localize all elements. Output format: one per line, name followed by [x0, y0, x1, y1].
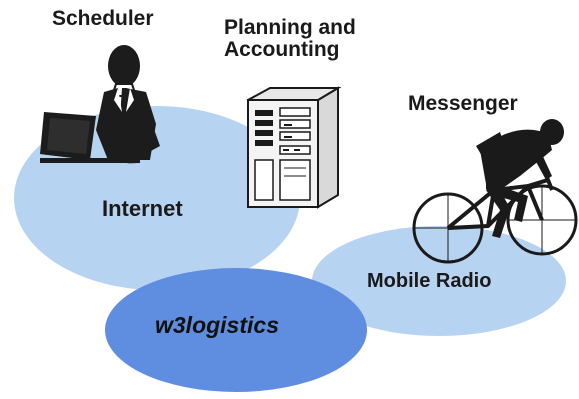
person-at-laptop-icon	[40, 45, 160, 164]
scheduler-label: Scheduler	[52, 7, 154, 30]
cyclist-icon	[412, 119, 578, 264]
messenger-label: Messenger	[408, 92, 518, 115]
planning-accounting-label: Planning and Accounting	[224, 16, 356, 62]
planning-label-line1: Planning and	[224, 16, 356, 39]
internet-label: Internet	[102, 196, 183, 221]
w3logistics-label: w3logistics	[155, 312, 279, 338]
w3logistics-cloud	[105, 268, 367, 392]
server-tower-icon	[247, 86, 342, 209]
mobile-radio-label: Mobile Radio	[367, 270, 492, 292]
mobile-radio-cloud	[312, 226, 566, 336]
planning-label-line2: Accounting	[224, 38, 340, 62]
